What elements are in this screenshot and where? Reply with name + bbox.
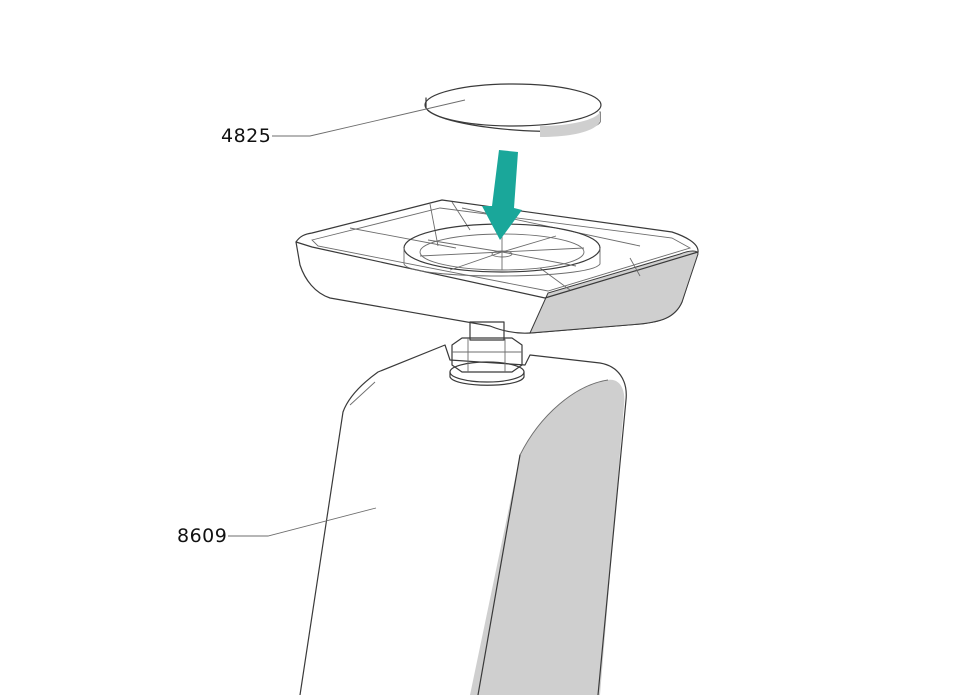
stud-assembly	[449, 321, 525, 386]
plate-inner-rib-3	[539, 267, 571, 291]
plate-shaded-face	[529, 250, 699, 334]
threaded-stud	[469, 321, 505, 341]
leader-line-4825	[272, 99, 466, 137]
ring-spokes	[419, 234, 585, 271]
disc-side-shade	[540, 112, 600, 137]
plate-inner-rib-4	[629, 257, 641, 277]
plate-inner-rib-2	[349, 227, 457, 249]
callout-label-8609: 8609	[177, 525, 228, 547]
hex-nut	[451, 337, 523, 373]
arrow-down-icon	[482, 150, 522, 240]
plate-inner-wall-left	[429, 203, 439, 247]
leg-top-ridge	[519, 379, 609, 456]
round-disc	[424, 83, 602, 137]
plate-inner-rim	[311, 207, 692, 292]
plate-ring-wall	[403, 248, 601, 277]
leg-body	[299, 344, 627, 696]
washer-side	[449, 371, 525, 386]
leg-shaded-side	[470, 379, 625, 695]
disc-top	[424, 83, 602, 127]
ring-hub	[491, 250, 513, 258]
leader-line-8609	[228, 507, 377, 537]
leg-front-edge	[477, 454, 521, 696]
callout-label-4825: 4825	[221, 125, 272, 147]
leg-top-chamfer	[349, 381, 376, 406]
